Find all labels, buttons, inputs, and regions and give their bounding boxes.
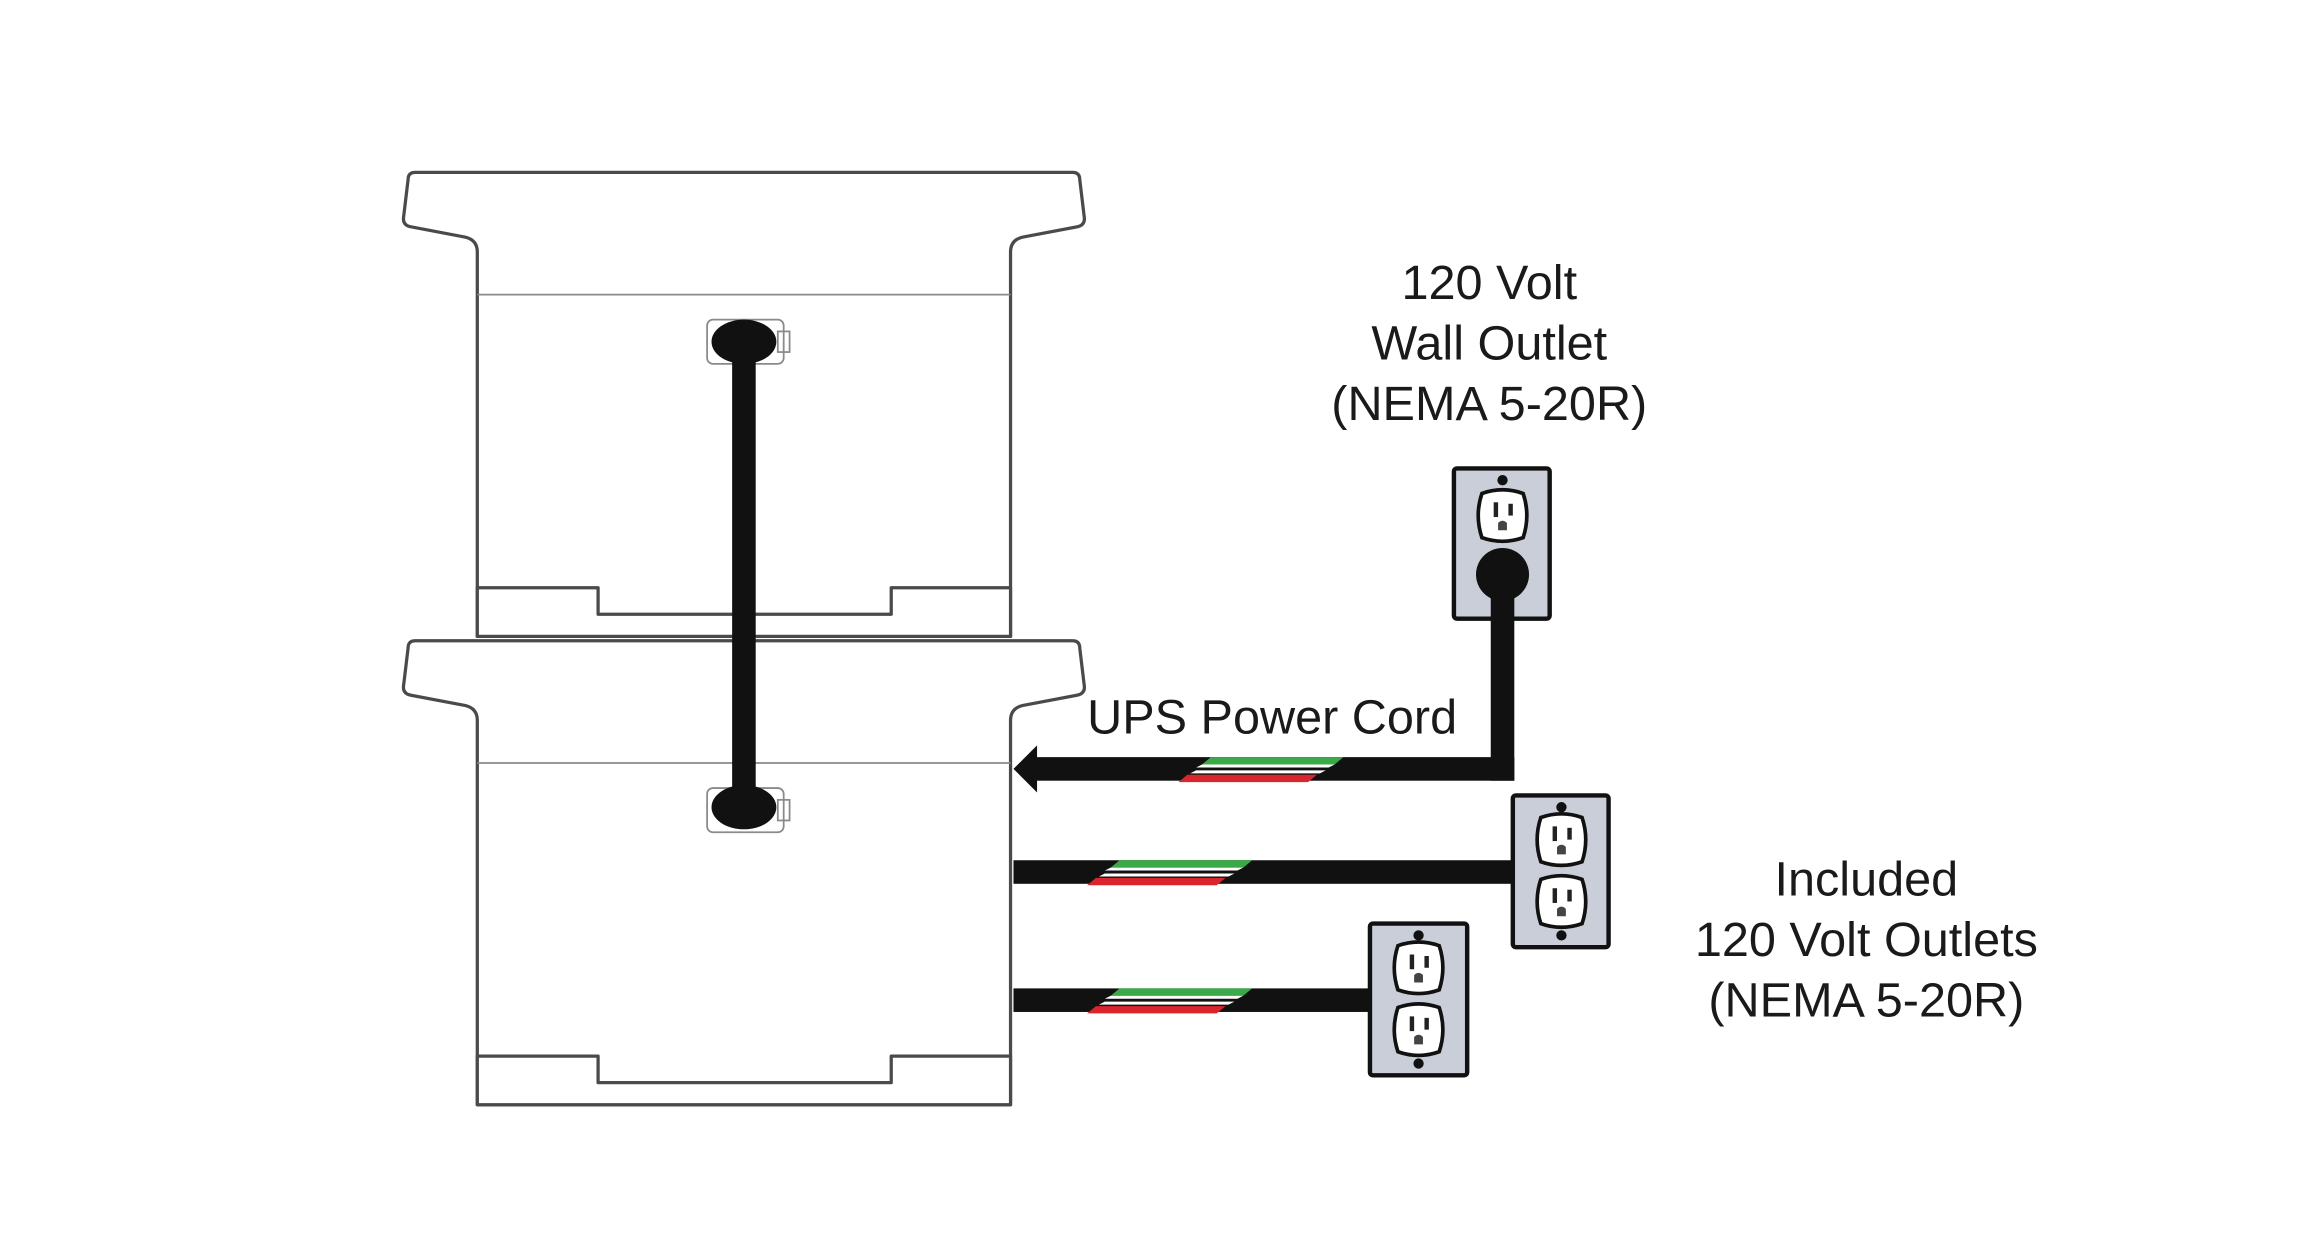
wall-outlet-label-line1: 120 Volt xyxy=(1401,256,1577,310)
included-outlet-1 xyxy=(1013,793,1611,950)
included-outlet-2 xyxy=(1013,921,1470,1078)
included-outlets-label-line2: 120 Volt Outlets xyxy=(1695,913,2038,967)
wall-outlet-label-line2: Wall Outlet xyxy=(1371,316,1607,370)
ups-power-cord-label: UPS Power Cord xyxy=(1087,691,1457,745)
ups-power-cord xyxy=(1013,574,1515,793)
wall-outlet-label: 120 Volt Wall Outlet (NEMA 5-20R) xyxy=(1331,256,1647,431)
unit-link-cable xyxy=(711,319,777,830)
included-outlets-label-line1: Included xyxy=(1774,853,1958,907)
arrow-icon xyxy=(1013,745,1038,793)
plug-icon xyxy=(1476,547,1530,601)
included-outlets-label: Included 120 Volt Outlets (NEMA 5-20R) xyxy=(1695,853,2038,1028)
included-outlets-label-line3: (NEMA 5-20R) xyxy=(1708,973,2024,1027)
wall-outlet-label-line3: (NEMA 5-20R) xyxy=(1331,377,1647,431)
